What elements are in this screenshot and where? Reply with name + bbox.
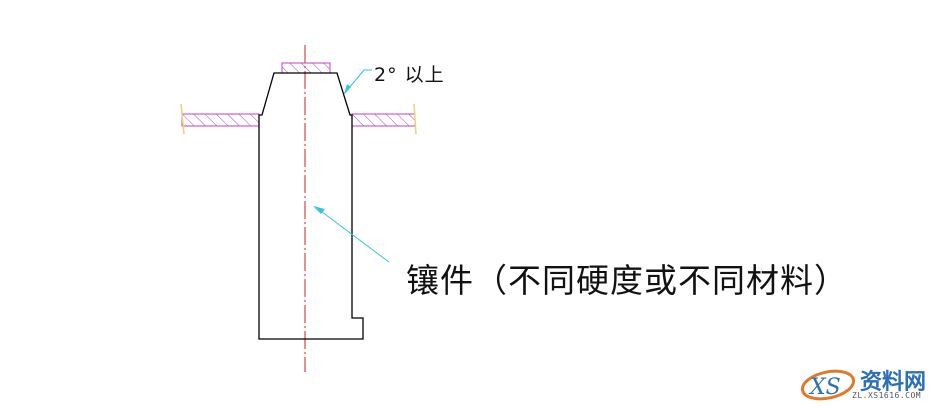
insert-leader-arrowhead: [313, 206, 325, 214]
watermark-url: ZL.XS1616.COM: [852, 391, 922, 400]
insert-label: 镶件（不同硬度或不同材料）: [406, 261, 848, 300]
angle-leader-arrowhead: [344, 84, 351, 95]
left-break-mark: [180, 103, 185, 135]
draft-angle-label: 2° 以上: [374, 64, 445, 86]
left-plate-hatched: [181, 113, 260, 127]
angle-leader: [343, 69, 372, 95]
watermark-brand: 资料网: [860, 370, 927, 395]
xs-logo-icon: XS: [800, 369, 856, 401]
right-break-mark: [413, 103, 417, 135]
svg-text:XS: XS: [808, 375, 841, 400]
right-plate-hatched: [351, 113, 416, 127]
watermark-logo: XS 资料网 ZL.XS1616.COM: [800, 364, 935, 406]
top-pad-hatched: [281, 62, 331, 74]
insert-outline: [258, 72, 364, 340]
insert-leader: [317, 208, 390, 263]
